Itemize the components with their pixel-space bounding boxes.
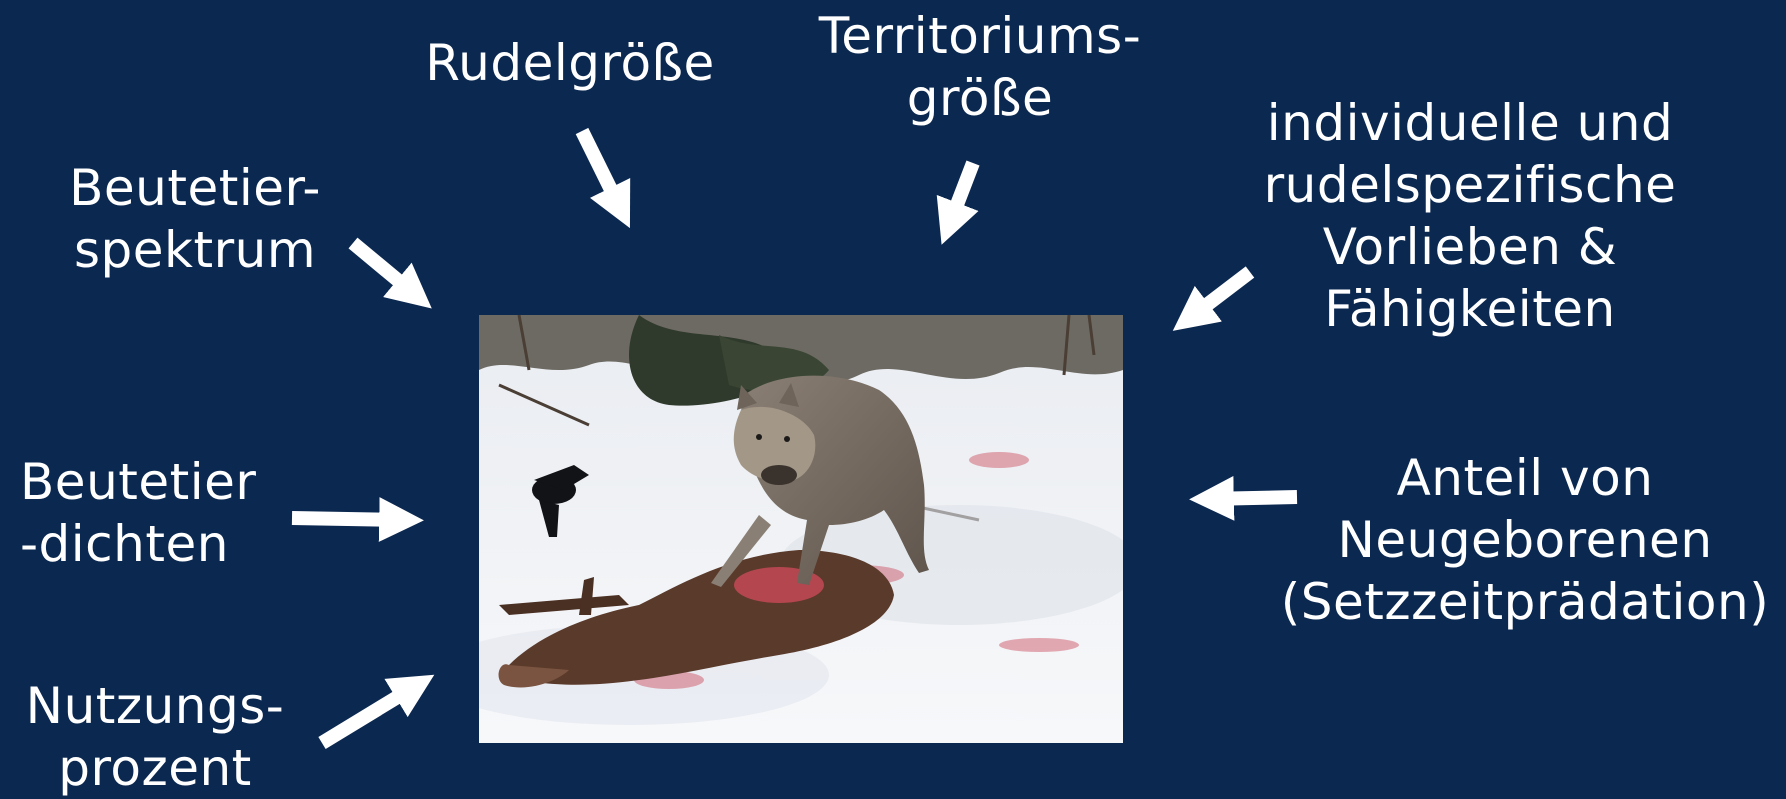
arrow-rudelgroesse: [582, 131, 622, 212]
wolf-photo: [479, 315, 1123, 743]
arrow-nutzungsprozent: [322, 684, 419, 743]
arrow-beutetierdichten: [292, 518, 406, 520]
arrow-neugeborene: [1207, 497, 1297, 499]
arrow-beutetierspektrum: [353, 243, 418, 297]
arrow-territoriumsgroesse: [948, 163, 973, 228]
arrow-vorlieben: [1187, 272, 1250, 320]
